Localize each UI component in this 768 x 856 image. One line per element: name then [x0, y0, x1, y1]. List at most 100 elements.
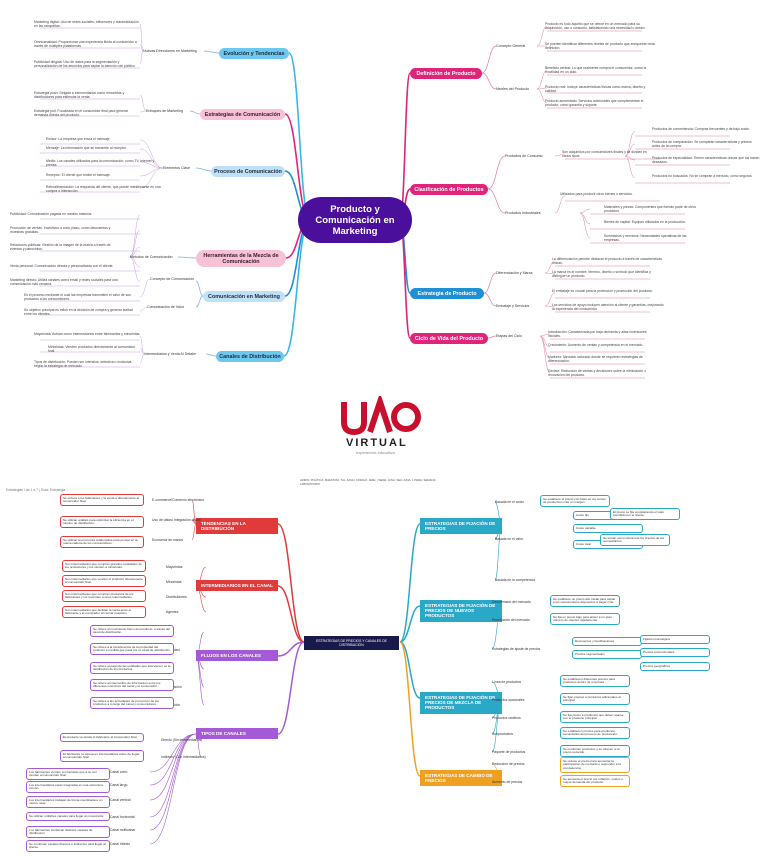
connector-line: [487, 335, 497, 339]
connector-line: [487, 188, 506, 214]
connector-line: [139, 278, 151, 298]
leaf-text: Relaciones públicas: Gestión de la image…: [10, 243, 111, 251]
leaf-text: La diferenciación permite destacar el pr…: [552, 257, 663, 265]
leaf-text: Los servicios de apoyo incluyen atención…: [552, 303, 664, 311]
leaf-text: Producto aumentado: Servicios adicionale…: [545, 99, 644, 107]
leaf-text: El embalaje es crucial para la protecció…: [552, 289, 653, 293]
connector-line: [483, 272, 497, 294]
leaf-text: Madurez: Mercado saturado donde se requi…: [548, 355, 643, 363]
channel-label: Canal horizontal: [110, 815, 135, 819]
branch-r2-title[interactable]: ESTRATEGIAS DE FIJACIÓN DE PRECIOS DE NU…: [420, 600, 502, 622]
mindmap-center-node[interactable]: Producto y Comunicación en Marketing: [298, 197, 412, 243]
connector-line: [205, 353, 217, 357]
node-label: Canales de Distribución: [219, 353, 281, 360]
sub-label: Diferenciación y Marca: [496, 271, 533, 275]
node-estrategias-comunicacion[interactable]: Estrategias de Comunicación: [200, 109, 285, 120]
channel-label: Indirecto (Con intermediarios): [161, 755, 206, 759]
pricing-label: Productos opcionales: [492, 698, 525, 702]
node-definicion-producto[interactable]: Definición de Producto: [410, 68, 482, 79]
info-box: Precios segmentados: [572, 650, 642, 659]
info-box: Descuentos y bonificaciones: [572, 637, 642, 646]
connector-line: [277, 585, 305, 643]
pricing-label: Productos cautivos: [492, 716, 521, 720]
leaf-text: Crecimiento: Aumento de ventas y compete…: [548, 343, 644, 347]
branch-2-title[interactable]: INTERMEDIARIOS EN EL CANAL: [196, 580, 278, 592]
info-box: Se refiere a las actividades de promoció…: [90, 697, 174, 710]
info-box: El producto va desde el fabricante al co…: [60, 733, 144, 742]
node-label: Comunicación en Marketing: [208, 293, 280, 300]
leaf-text: Medio: Los canales utilizados para la co…: [46, 159, 155, 167]
branch-4-title[interactable]: TIPOS DE CANALES: [196, 728, 278, 740]
leaf-text: Bienes de capital: Equipos utilizados en…: [604, 220, 686, 224]
connector-line: [139, 94, 147, 112]
node-label: Proceso de Comunicación: [214, 168, 282, 175]
branch-r3-title[interactable]: ESTRATEGIAS DE FIJACIÓN DE PRECIOS DE ME…: [420, 692, 502, 714]
sub-label: Productos Industriales: [505, 211, 541, 215]
node-herramientas[interactable]: Herramientas de la Mezcla de Comunicació…: [196, 250, 286, 267]
leaf-text: Productos de conveniencia: Compras frecu…: [652, 127, 750, 131]
sub-label: Elementos Clave: [163, 166, 191, 170]
node-evolucion[interactable]: Evolución y Tendencias: [219, 48, 289, 59]
node-ciclo-vida[interactable]: Ciclo de Vida del Producto: [410, 333, 488, 344]
sub-label: Niveles del Producto: [496, 87, 529, 91]
connector-line: [139, 50, 144, 65]
channel-label: Directo (Sin intermediarios): [161, 738, 203, 742]
leaf-text: Se pueden identificar diferentes niveles…: [545, 42, 655, 50]
connector-line: [149, 733, 197, 831]
pricing-label: Paquete de productos: [492, 750, 526, 754]
precios-mindmap: Estrategias I de 1 a 7 | Guía: Estrategi…: [0, 470, 768, 856]
pricing-label: Reducción de precios: [492, 762, 525, 766]
branch-3-title[interactable]: FLUJOS EN LOS CANALES: [196, 650, 278, 662]
pricing-label: Basada en el costo: [495, 500, 524, 504]
leaf-text: Tipos de distribución: Pueden ser intens…: [34, 360, 133, 368]
connector-line: [191, 523, 197, 541]
info-box: El precio se fija considerando el valor …: [610, 508, 680, 521]
channel-label: Economía de manos: [152, 538, 184, 542]
sub-label: Intermediarios y Venta Al Detalle: [144, 352, 196, 356]
connector-line: [149, 733, 197, 773]
connector-line: [277, 641, 305, 735]
info-box: Se refiere al intercambio de información…: [90, 679, 174, 692]
branch-1-title[interactable]: TENDENCIAS EN LA DISTRIBUCIÓN: [196, 518, 278, 535]
info-box: Se enfoca a los fabricantes y la venta a…: [60, 494, 144, 507]
info-box: Fijación psicológica: [640, 635, 710, 644]
sub-label: Concepto de Comunicación: [150, 277, 195, 281]
leaf-text: Productos no buscados: No se compran a m…: [652, 174, 753, 178]
node-label: Clasificación de Productos: [414, 186, 484, 193]
info-box: Los fabricantes venden a minoristas que …: [26, 768, 110, 781]
node-label: Herramientas de la Mezcla de Comunicació…: [203, 252, 279, 265]
info-box: Se utilizan análisis para optimizar la e…: [60, 516, 144, 529]
leaf-text: Productos de comparación: Se comparan ca…: [652, 140, 752, 148]
connector-line: [544, 260, 556, 274]
connector-line: [544, 292, 556, 307]
node-canales-distribucion[interactable]: Canales de Distribución: [216, 351, 284, 362]
node-estrategia-producto[interactable]: Estrategia de Producto: [410, 288, 484, 299]
info-box: Se establece un precio alto inicial para…: [550, 595, 620, 608]
connector-line: [195, 167, 212, 172]
leaf-text: Promoción de ventas: Incentivos a corto …: [10, 226, 111, 234]
sub-label: Métodos de Comunicación: [130, 255, 173, 259]
leaf-text: Estrategia pull: Focalizada en el consum…: [34, 109, 129, 117]
info-box: Precios geográficos: [640, 662, 710, 671]
node-proceso-comunicacion[interactable]: Proceso de Comunicación: [211, 166, 285, 177]
connector-line: [554, 153, 566, 157]
branch-r1-title[interactable]: ESTRATEGIAS DE FIJACIÓN DE PRECIOS: [420, 518, 502, 535]
sub-label: Comunicación de Valor: [147, 305, 184, 309]
leaf-text: Productos de especialidad: Tienen caract…: [652, 156, 760, 164]
mindmap-center-node[interactable]: ESTRATEGIAS DE PRECIOS Y CANALES DE DIST…: [304, 636, 399, 651]
node-comunicacion-marketing[interactable]: Comunicación en Marketing: [203, 291, 285, 302]
leaf-text: Suministros y servicios: Necesidades ope…: [604, 234, 687, 242]
connector-line: [536, 87, 548, 90]
info-box: Se combinan productos y se ofrecen a un …: [560, 745, 630, 758]
info-box: Se establecen diferentes precios para pr…: [560, 675, 630, 688]
connector-line: [579, 212, 591, 239]
connector-line: [129, 256, 141, 283]
branch-r4-title[interactable]: ESTRATEGIAS DE CAMBIO DE PRECIOS: [420, 770, 502, 787]
node-clasificacion-productos[interactable]: Clasificación de Productos: [410, 184, 488, 195]
info-box: El fabricante se apoya en intermediarios…: [60, 750, 144, 763]
leaf-text: Estrategia push: Dirigida a intermediari…: [34, 91, 125, 99]
connector-line: [288, 52, 311, 221]
sub-label: Productos de Consumo: [505, 154, 543, 158]
info-box: Los intermediarios están integrados en u…: [26, 781, 110, 794]
pricing-label: Descremado del mercado: [492, 600, 531, 604]
